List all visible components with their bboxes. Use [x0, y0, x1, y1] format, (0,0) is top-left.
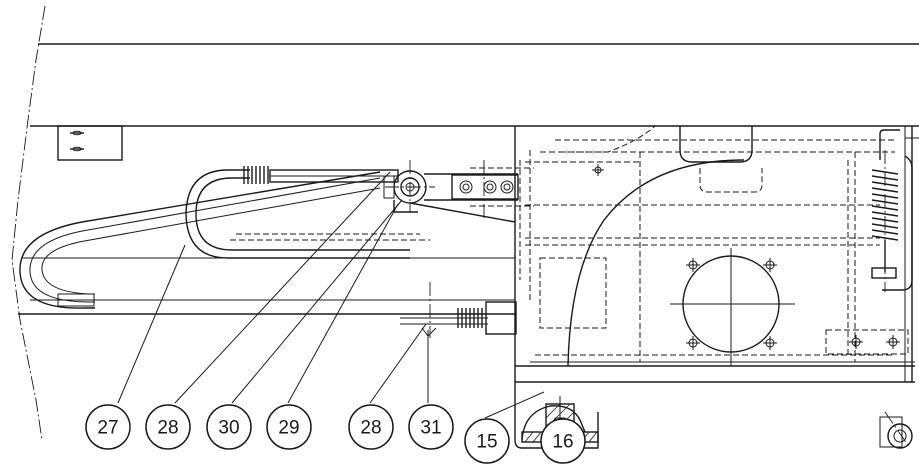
bolt-plate — [451, 160, 519, 218]
top-left-bracket — [57, 125, 123, 161]
cable-carrier — [19, 169, 430, 309]
break-line-left — [11, 5, 46, 441]
callout-27: 27 — [85, 404, 131, 450]
pivot-assembly — [383, 160, 534, 223]
bore-circle — [592, 164, 795, 366]
leader-lines — [117, 171, 561, 419]
callout-29-label: 29 — [278, 418, 299, 439]
bottom-right-roller — [879, 411, 913, 449]
callout-27-label: 27 — [97, 418, 118, 439]
callout-15: 15 — [464, 418, 510, 464]
right-spring — [871, 129, 913, 292]
callout-16: 16 — [540, 418, 586, 464]
housing-outline — [18, 43, 919, 315]
lower-spring-rod — [400, 282, 517, 338]
callout-31: 31 — [408, 404, 454, 450]
right-plate — [825, 329, 909, 355]
callout-28-lower: 28 — [348, 404, 394, 450]
callout-28-lower-label: 28 — [360, 418, 381, 439]
quarter-arc — [560, 125, 745, 367]
upper-spring-rod — [243, 166, 399, 184]
callout-30-label: 30 — [218, 418, 239, 439]
callout-29: 29 — [266, 404, 312, 450]
callout-28-upper: 28 — [145, 404, 191, 450]
lower-spring-coils — [457, 308, 483, 328]
internal-hidden-lines — [525, 152, 895, 362]
callout-15-label: 15 — [476, 432, 497, 453]
upper-spring-coils — [243, 166, 269, 184]
callout-30: 30 — [206, 404, 252, 450]
callout-28-upper-label: 28 — [157, 418, 178, 439]
callout-31-label: 31 — [420, 418, 441, 439]
callout-16-label: 16 — [552, 432, 573, 453]
top-recess — [519, 126, 895, 300]
main-box — [514, 126, 919, 383]
